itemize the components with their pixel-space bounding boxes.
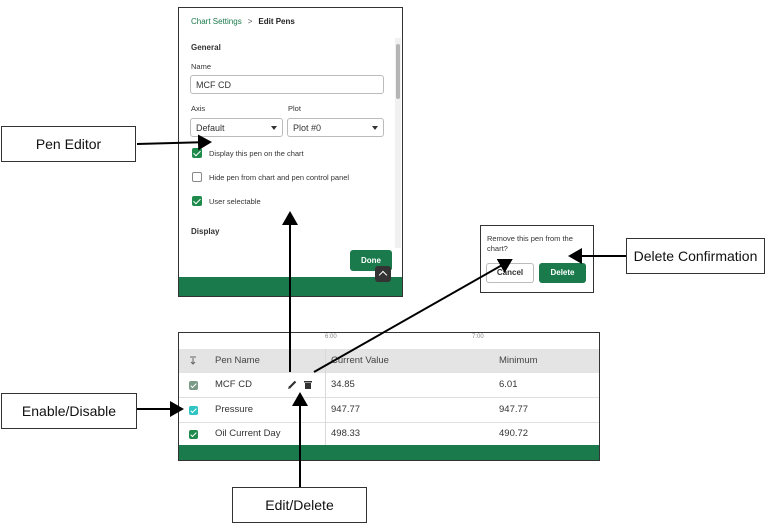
chevron-down-icon — [271, 126, 277, 130]
table-header — [179, 349, 599, 373]
pencil-icon[interactable] — [288, 380, 297, 389]
table-row[interactable]: Oil Current Day 498.33 490.72 — [179, 423, 599, 445]
callout-delete-confirmation: Delete Confirmation — [626, 238, 765, 274]
display-heading: Display — [191, 227, 220, 236]
table-footer-bar — [179, 445, 599, 460]
arrow-icon — [313, 258, 513, 373]
chevron-down-icon — [372, 126, 378, 130]
column-header-current-value[interactable]: Current Value — [331, 355, 389, 366]
axis-label: Axis — [191, 104, 206, 113]
hide-pen-checkbox[interactable] — [192, 172, 202, 182]
table-row[interactable]: MCF CD 34.85 6.01 — [179, 373, 599, 398]
axis-select[interactable]: Default — [190, 118, 283, 137]
minimum-cell: 6.01 — [499, 379, 518, 390]
axis-select-value: Default — [196, 123, 225, 133]
pen-name-cell: MCF CD — [215, 379, 252, 390]
plot-select[interactable]: Plot #0 — [287, 118, 384, 137]
column-divider — [325, 349, 326, 445]
pen-name-cell: Pressure — [215, 404, 254, 415]
axis-tick-label: 7:00 — [472, 334, 484, 340]
minimum-cell: 947.77 — [499, 404, 529, 415]
plot-label: Plot — [288, 104, 301, 113]
breadcrumb-chart-settings[interactable]: Chart Settings — [191, 17, 242, 26]
arrow-icon — [136, 134, 212, 151]
display-pen-checkbox[interactable] — [192, 148, 202, 158]
column-header-minimum[interactable]: Minimum — [499, 355, 538, 366]
pen-table: 6:00 7:00 Pen Name Current Value Minimum… — [178, 332, 600, 461]
callout-pen-editor: Pen Editor — [1, 126, 136, 162]
user-selectable-checkbox[interactable] — [192, 196, 202, 206]
current-value-cell: 498.33 — [331, 428, 361, 439]
callout-enable-disable: Enable/Disable — [1, 393, 137, 429]
sort-icon[interactable] — [189, 356, 197, 365]
chevron-up-icon[interactable] — [375, 266, 391, 282]
breadcrumb: Chart Settings > Edit Pens — [191, 17, 295, 26]
user-selectable-label: User selectable — [209, 197, 261, 206]
breadcrumb-current: Edit Pens — [258, 17, 295, 26]
pen-enable-checkbox[interactable] — [189, 406, 198, 415]
confirm-message: Remove this pen from the chart? — [487, 234, 573, 253]
general-heading: General — [191, 43, 221, 52]
table-row[interactable]: Pressure 947.77 947.77 — [179, 398, 599, 423]
pen-enable-checkbox[interactable] — [189, 381, 198, 390]
axis-tick-label: 6:00 — [325, 334, 337, 340]
delete-button[interactable]: Delete — [539, 263, 586, 283]
trash-icon[interactable] — [304, 380, 312, 389]
pen-enable-checkbox[interactable] — [189, 430, 198, 439]
scrollbar-thumb[interactable] — [396, 44, 400, 99]
hide-pen-label: Hide pen from chart and pen control pane… — [209, 173, 350, 182]
current-value-cell: 34.85 — [331, 379, 355, 390]
breadcrumb-separator: > — [247, 17, 253, 26]
display-pen-label: Display this pen on the chart — [209, 149, 304, 158]
name-input[interactable]: MCF CD — [190, 75, 384, 94]
minimum-cell: 490.72 — [499, 428, 529, 439]
scrollbar-track[interactable] — [395, 38, 401, 248]
column-header-pen-name[interactable]: Pen Name — [215, 355, 260, 366]
callout-edit-delete: Edit/Delete — [232, 487, 367, 523]
name-label: Name — [191, 62, 212, 71]
plot-select-value: Plot #0 — [293, 123, 322, 133]
pen-editor-panel: Chart Settings > Edit Pens General Name MC… — [178, 7, 403, 297]
current-value-cell: 947.77 — [331, 404, 361, 415]
pen-name-cell: Oil Current Day — [215, 428, 281, 439]
